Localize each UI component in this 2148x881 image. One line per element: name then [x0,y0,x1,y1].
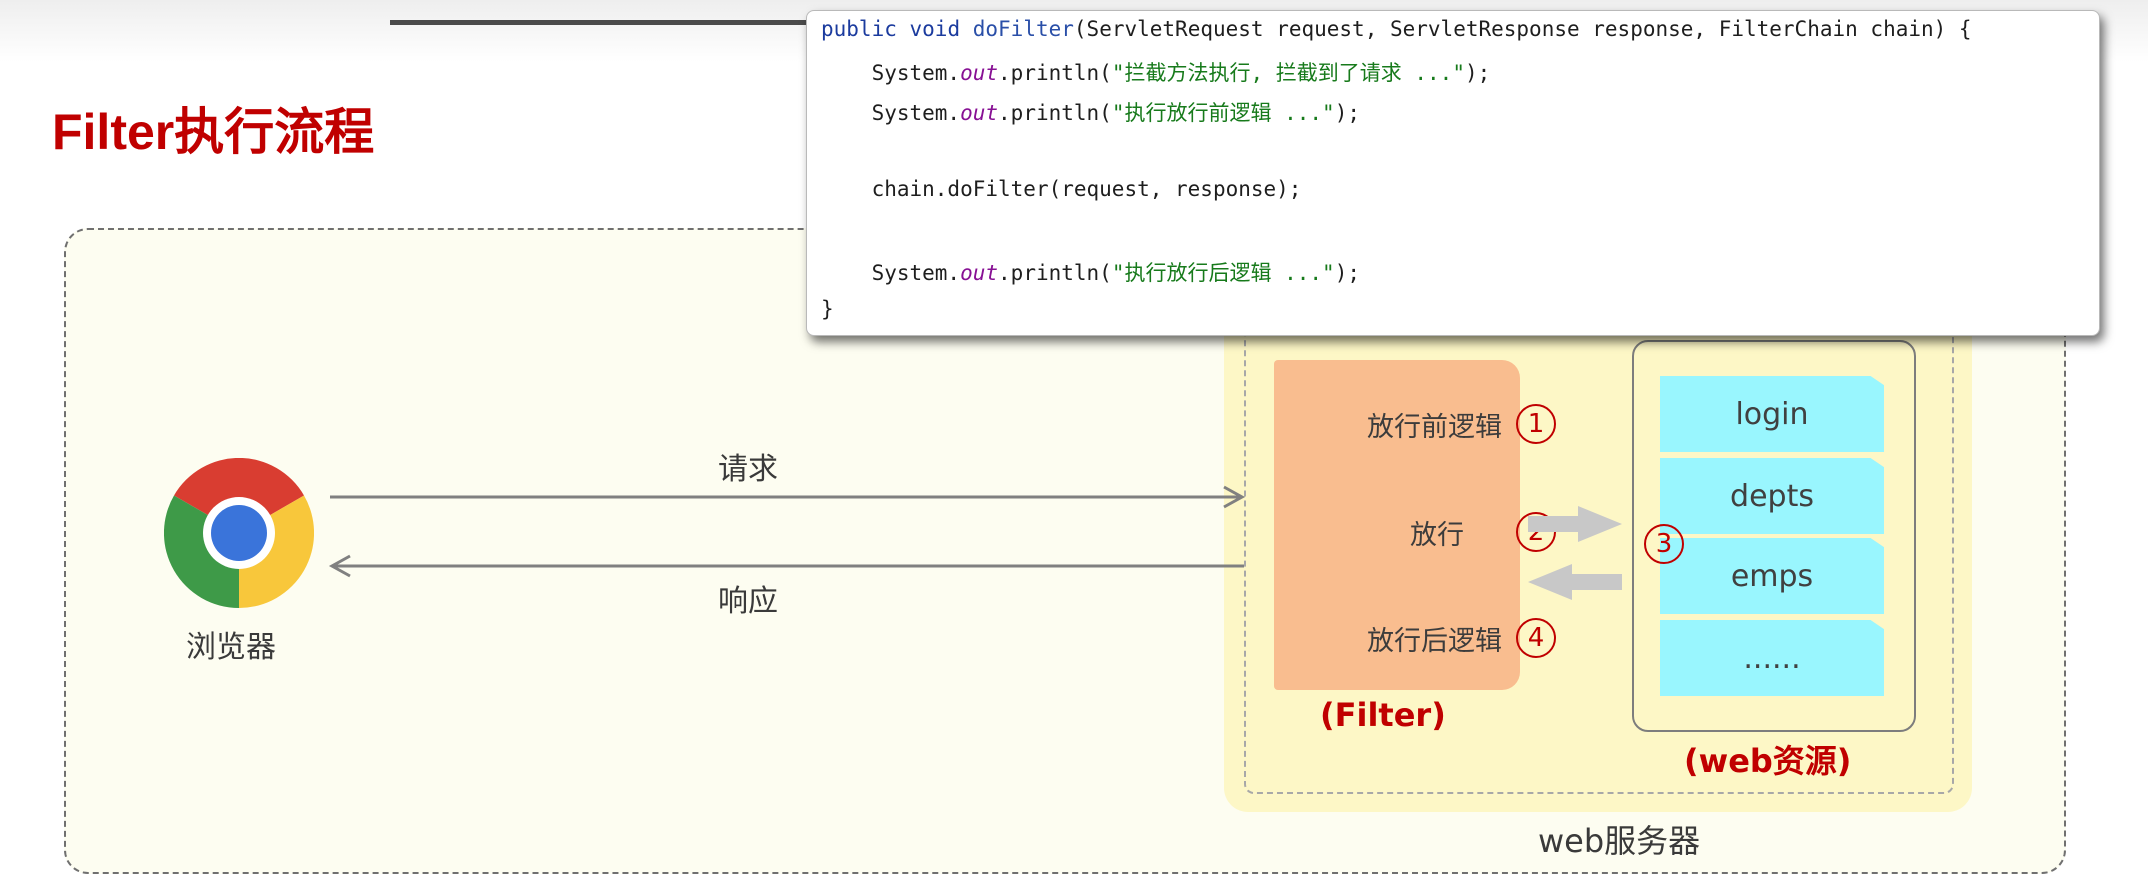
code-text: System. [871,61,961,85]
filter-step-label: 放行前逻辑 [1367,411,1502,443]
code-text: chain.doFilter(request, response); [871,177,1302,201]
filter-step-label: 放行 [1410,519,1464,551]
page-title: Filter执行流程 [52,104,375,160]
code-keyword: void [909,17,961,41]
filter-caption: (Filter) [1320,696,1446,734]
code-method-name: doFilter [972,17,1074,41]
code-field: out [960,261,999,285]
filter-step-after: 放行后逻辑 4 [1286,612,1556,664]
code-line-closing: } [821,297,834,321]
resource-item: depts [1660,458,1884,534]
top-rule [390,20,830,25]
code-text: .println( [998,261,1112,285]
resource-item: emps [1660,538,1884,614]
web-resources-container [1632,340,1916,732]
code-params: (ServletRequest request, ServletResponse… [1073,17,1972,41]
resource-item: ...... [1660,620,1884,696]
step-number-badge: 1 [1516,404,1556,444]
code-string: "执行放行后逻辑 ..." [1111,261,1335,285]
code-line-println-2: System.out.println("执行放行前逻辑 ..."); [821,97,1360,127]
browser-label: 浏览器 [186,630,276,665]
step-number-badge: 4 [1516,618,1556,658]
code-line-println-1: System.out.println("拦截方法执行, 拦截到了请求 ...")… [821,57,1491,87]
code-line-signature: public void doFilter(ServletRequest requ… [821,17,1972,41]
code-keyword: public [821,17,897,41]
web-server-label: web服务器 [1538,822,1701,860]
code-line-println-3: System.out.println("执行放行后逻辑 ..."); [821,257,1360,287]
filter-box [1274,360,1520,690]
code-line-chain-call: chain.doFilter(request, response); [821,177,1302,201]
code-snippet-popup: public void doFilter(ServletRequest requ… [806,10,2100,336]
chrome-browser-icon [164,458,314,608]
code-text: .println( [998,61,1112,85]
code-text: ); [1464,61,1491,85]
response-arrow [328,554,1244,578]
pass-to-resource-arrow [1528,506,1622,542]
code-text: ); [1334,261,1360,285]
code-text: System. [871,101,961,125]
code-field: out [960,101,999,125]
filter-step-label: 放行后逻辑 [1367,625,1502,657]
return-from-resource-arrow [1528,564,1622,600]
code-string: "执行放行前逻辑 ..." [1111,101,1335,125]
code-field: out [960,61,999,85]
code-string: "拦截方法执行, 拦截到了请求 ..." [1111,61,1465,85]
code-text: System. [871,261,961,285]
request-arrow [330,485,1246,509]
web-resources-caption: (web资源) [1684,742,1852,780]
filter-step-before: 放行前逻辑 1 [1286,398,1556,450]
step-number-badge: 3 [1644,524,1684,564]
code-text: ); [1334,101,1360,125]
response-label: 响应 [718,584,778,619]
code-text: .println( [998,101,1112,125]
resource-item: login [1660,376,1884,452]
request-label: 请求 [718,452,778,487]
